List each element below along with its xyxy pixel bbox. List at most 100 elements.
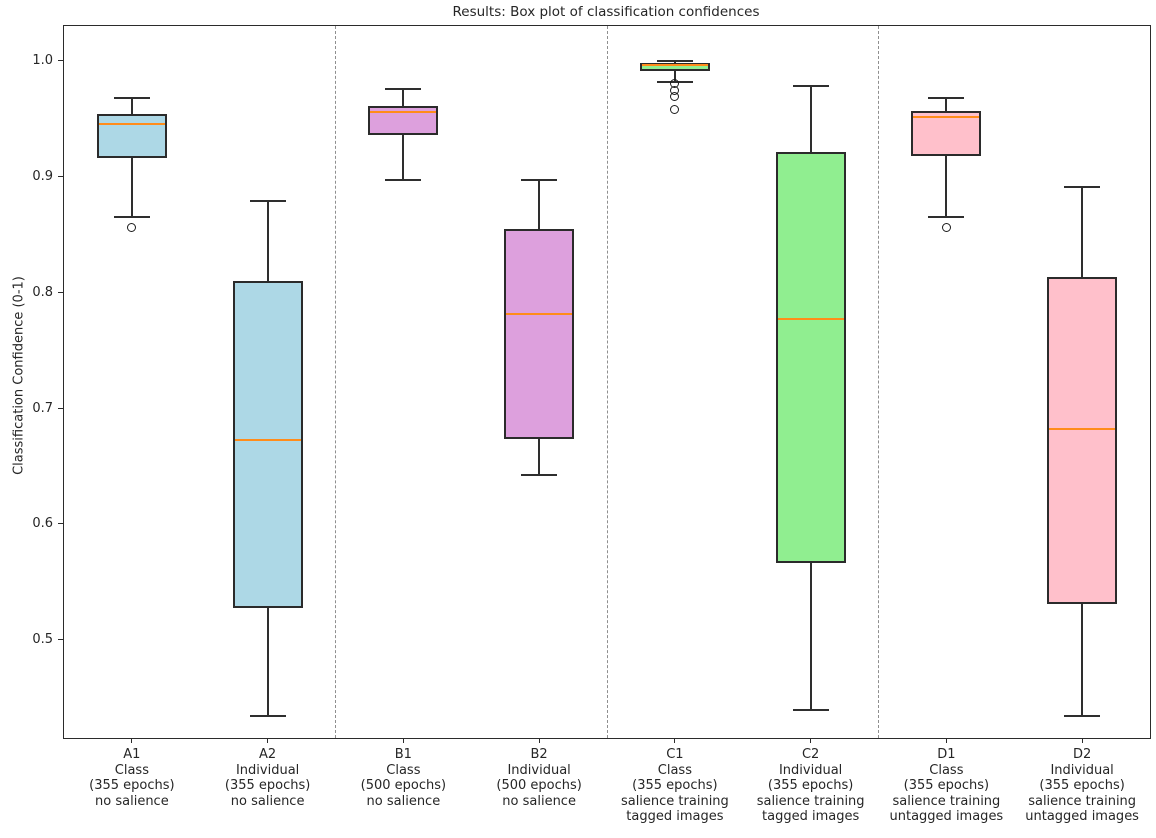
x-tick-label-line: tagged images [762,809,860,824]
whisker-cap-upper [521,178,558,181]
x-tick-mark [1081,738,1083,743]
x-tick-label-line: Class [386,762,421,778]
x-tick-label-line: (500 epochs) [496,778,582,793]
x-tick-label-line: C1 [666,747,684,762]
median-line-C1 [641,64,708,67]
y-tick-mark [58,176,63,177]
x-tick-label-line: (355 epochs) [224,778,311,793]
group-separator [335,26,336,738]
x-tick-label-line: (355 epochs) [767,778,854,793]
x-tick-label-line: untagged images [889,809,1004,824]
x-tick-label-line: Individual [235,762,300,778]
outlier-point [941,222,951,232]
x-tick-label-line: (355 epochs) [632,778,718,793]
x-tick-label-line: Individual [507,762,571,778]
x-tick-label-line: Class [929,762,964,778]
median-line-A1 [98,123,165,126]
whisker-cap-lower [928,216,965,219]
outlier-point [670,92,680,102]
x-tick-label-line: D1 [937,747,956,762]
median-line-D1 [913,116,980,119]
x-tick-label-line: no salience [95,793,169,809]
whisker-upper [809,86,812,153]
y-tick-label: 0.5 [32,632,53,648]
whisker-cap-lower [521,474,558,477]
group-separator [606,26,608,738]
group-separator [878,26,879,738]
box-C1 [639,63,710,72]
chart-title: Results: Box plot of classification conf… [452,4,760,20]
x-tick-label-line: no salience [502,793,576,809]
whisker-lower [130,157,133,217]
whisker-cap-upper [385,87,422,90]
median-line-C2 [777,317,844,320]
x-tick-label-line: A2 [259,747,277,762]
whisker-upper [130,97,133,114]
whisker-cap-lower [385,178,422,181]
whisker-lower [1081,603,1084,716]
x-tick-label-line: Individual [1050,762,1114,778]
x-tick-mark [674,738,676,743]
whisker-upper [1081,186,1084,278]
median-line-D2 [1049,427,1116,430]
x-tick-mark [131,738,133,743]
x-tick-label-line: no salience [366,793,441,809]
y-tick-label: 0.6 [32,516,53,532]
x-tick-mark [538,738,540,743]
median-line-B1 [370,110,437,113]
y-tick-mark [58,60,63,62]
y-tick-label: 0.8 [32,284,53,300]
x-tick-label-line: A1 [123,747,141,762]
x-tick-label-line: no salience [230,793,305,809]
whisker-upper [945,97,948,111]
whisker-lower [266,608,269,716]
x-tick-label-line: C2 [801,747,820,762]
x-tick-label-line: B2 [530,747,548,762]
whisker-cap-lower [113,216,150,219]
whisker-lower [402,134,405,180]
x-tick-label-line: (500 epochs) [360,778,447,793]
x-tick-label-line: salience training [756,793,865,809]
outlier-point [127,222,137,232]
whisker-cap-upper [1064,185,1101,188]
y-tick-mark [58,407,63,409]
x-tick-mark [402,738,404,743]
whisker-cap-upper [113,96,150,99]
y-axis-label: Classification Confidence (0-1) [11,276,27,475]
y-tick-label: 0.9 [32,169,53,184]
whisker-lower [945,155,948,217]
median-line-B2 [506,313,573,316]
x-tick-label-line: salience training [892,793,1001,809]
x-tick-label-line: (355 epochs) [89,778,175,793]
x-tick-label-line: B1 [394,747,412,762]
y-tick-mark [58,523,63,525]
whisker-upper [266,200,269,281]
box-A1 [96,113,167,158]
median-line-A2 [234,439,301,442]
x-tick-mark [267,738,269,743]
x-tick-label-line: salience training [620,793,729,809]
whisker-upper [402,88,405,106]
whisker-cap-upper [656,60,693,63]
whisker-cap-lower [1064,715,1101,717]
y-tick-label: 1.0 [32,53,53,69]
whisker-cap-upper [928,96,965,99]
whisker-cap-lower [792,709,829,712]
whisker-lower [673,71,676,82]
x-tick-label-line: (355 epochs) [1039,778,1125,793]
box-A2 [232,280,303,609]
outlier-point [670,104,680,114]
box-D2 [1047,277,1118,604]
x-tick-label-line: Class [657,762,692,778]
x-tick-label-line: untagged images [1025,809,1139,824]
x-tick-label-line: Class [114,762,149,778]
